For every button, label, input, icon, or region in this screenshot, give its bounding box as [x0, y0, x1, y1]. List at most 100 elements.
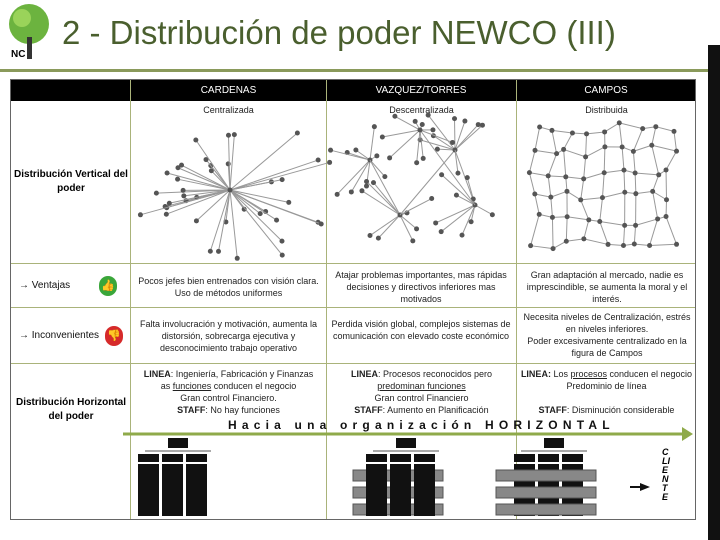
network-node [671, 128, 677, 134]
row-label-ventajas: → Ventajas [19, 280, 71, 291]
title-divider [0, 69, 708, 72]
network-node [601, 170, 607, 176]
network-link [399, 214, 417, 230]
network-node [203, 157, 209, 163]
divider [11, 307, 695, 308]
network-link [229, 134, 235, 191]
network-node [550, 246, 556, 252]
table-header: CARDENAS VAZQUEZ/TORRES CAMPOS [11, 80, 695, 101]
network-node [279, 252, 285, 258]
thumbs-down-icon: 👎 [105, 326, 123, 346]
network-node [622, 222, 628, 228]
network-link [618, 122, 623, 148]
network-link [369, 159, 401, 216]
org-column [414, 464, 435, 516]
network-node [181, 193, 187, 199]
t: LINEA: [520, 369, 551, 379]
ventajas-cardenas: Pocos jefes bien entrenados con visión c… [138, 276, 319, 298]
network-node [564, 214, 570, 220]
org-column [186, 464, 207, 516]
network-link [534, 149, 557, 155]
horizontal-campos: LINEA: Los procesos conducen el negocio … [517, 368, 696, 416]
network-link [634, 243, 650, 247]
network-link [229, 189, 277, 221]
network-link [427, 114, 456, 151]
network-link [563, 149, 567, 177]
divider [130, 80, 131, 519]
network-node [208, 168, 214, 174]
cliente-arrow-icon [640, 483, 650, 491]
network-link [651, 126, 657, 146]
network-link [437, 148, 456, 151]
network-link [140, 189, 231, 216]
network-link [547, 153, 558, 177]
network-node [569, 130, 575, 136]
network-link [441, 174, 476, 206]
network-link [602, 191, 625, 199]
network-node [434, 146, 440, 152]
org-column [138, 464, 159, 516]
network-node [193, 137, 199, 143]
network-link [619, 122, 643, 130]
network-link [229, 189, 289, 203]
network-link [665, 216, 678, 245]
network-link [632, 151, 636, 174]
network-node [225, 132, 231, 138]
network-node [327, 159, 333, 165]
network-node [425, 112, 431, 118]
col-vazquez-torres: VAZQUEZ/TORRES [375, 85, 467, 96]
network-link [366, 181, 401, 216]
network-node [616, 120, 622, 126]
network-node [475, 122, 481, 128]
network-link [550, 197, 553, 218]
network-link [419, 129, 453, 143]
network-link [652, 191, 659, 220]
network-link [229, 189, 238, 259]
network-link [416, 129, 421, 163]
network-link [552, 240, 567, 250]
network-node [532, 191, 538, 197]
org-column [162, 464, 183, 516]
network-node [430, 127, 436, 133]
network-node [419, 122, 425, 128]
network-node [464, 175, 470, 181]
network-node [348, 189, 354, 195]
network-link [433, 135, 456, 151]
network-node [452, 116, 458, 122]
network-node [153, 190, 159, 196]
network-link [378, 214, 401, 239]
network-link [229, 189, 283, 242]
t: : Disminución considerable [566, 405, 675, 415]
network-link [229, 159, 319, 191]
network-link [229, 189, 261, 215]
t: Predominio de línea [566, 381, 647, 391]
network-link [209, 189, 231, 252]
divider [11, 363, 695, 364]
network-link [547, 175, 552, 198]
row-label-vertical: Distribución Vertical del poder [14, 169, 128, 194]
network-link [369, 214, 401, 236]
comparison-table: CARDENAS VAZQUEZ/TORRES CAMPOS Distribuc… [10, 79, 696, 520]
network-link [580, 197, 603, 201]
org-column [366, 464, 387, 516]
network-node [417, 127, 423, 133]
text: Poder excesivamente centralizado en la f… [527, 336, 687, 358]
t: Los [550, 369, 571, 379]
t: : Ingeniería, Fabricación y Finanzas [170, 369, 314, 379]
network-node [583, 154, 589, 160]
network-link [599, 197, 603, 222]
arrow-label: Hacia una organización HORIZONTAL [228, 418, 615, 432]
network-link [330, 149, 371, 161]
network-link [651, 145, 660, 175]
network-link [229, 132, 298, 191]
network-link [632, 128, 644, 152]
network-node [414, 226, 420, 232]
network-link [566, 238, 584, 242]
network-node [663, 214, 669, 220]
network-node [180, 187, 186, 193]
network-node [241, 206, 247, 212]
network-node [179, 162, 185, 168]
network-link [566, 190, 581, 201]
network-node [619, 144, 625, 150]
